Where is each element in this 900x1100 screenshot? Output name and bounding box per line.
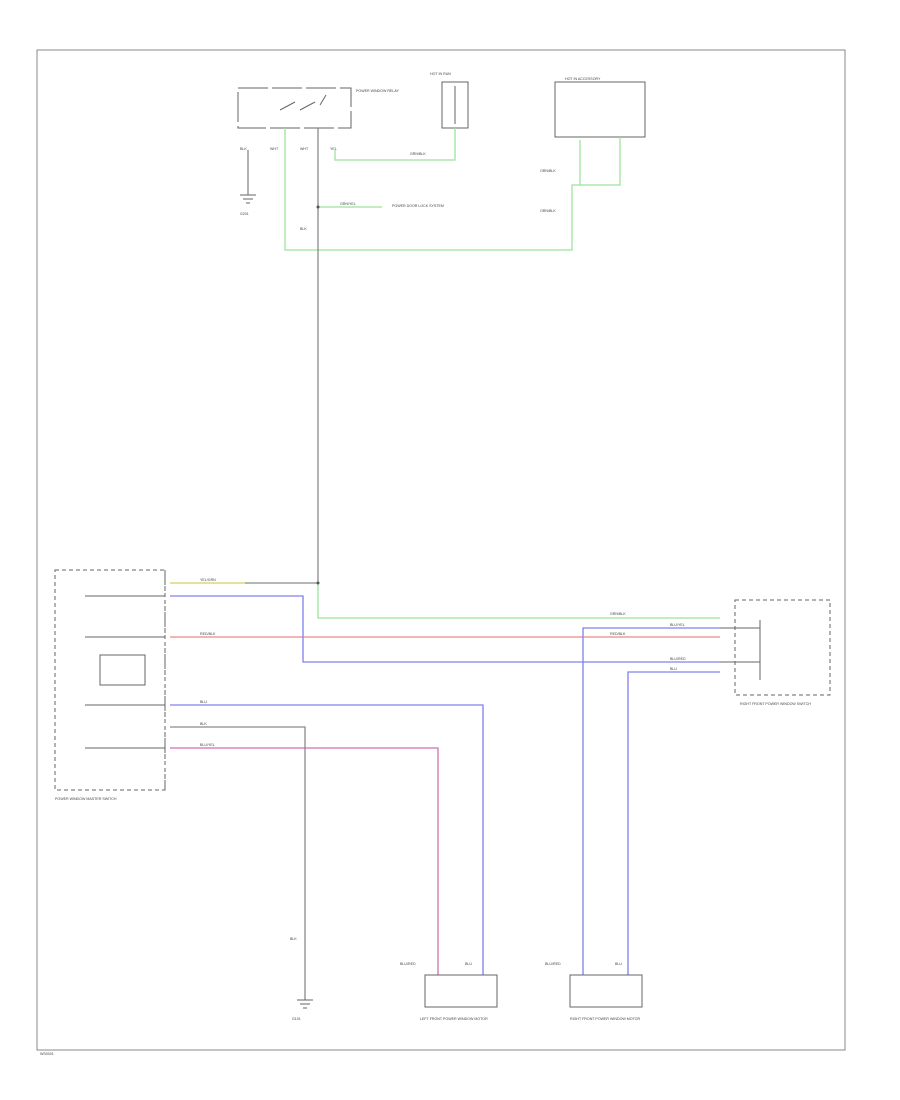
svg-text:RIGHT FRONT POWER WINDOW SWITC: RIGHT FRONT POWER WINDOW SWITCH (740, 702, 811, 706)
svg-text:BLK: BLK (300, 227, 307, 231)
svg-text:BLU: BLU (670, 667, 677, 671)
left-front-power-window-motor: LEFT FRONT POWER WINDOW MOTOR (420, 974, 498, 1021)
page-code: WS0001 (40, 1052, 54, 1056)
ground-symbol-bottom: G101 (292, 999, 313, 1021)
svg-text:BLU: BLU (615, 962, 622, 966)
wire-green-block (580, 137, 621, 186)
svg-text:BLK: BLK (290, 937, 297, 941)
svg-text:LEFT FRONT POWER WINDOW MOTOR: LEFT FRONT POWER WINDOW MOTOR (420, 1017, 488, 1021)
svg-text:POWER WINDOW RELAY: POWER WINDOW RELAY (356, 89, 399, 93)
svg-text:RED/BLK: RED/BLK (610, 632, 626, 636)
wire-blue-lf-1 (170, 704, 484, 975)
svg-text:WHT: WHT (270, 147, 279, 151)
wire-green-top (284, 128, 581, 251)
svg-text:BLU/RED: BLU/RED (670, 657, 686, 661)
svg-text:GRN/YEL: GRN/YEL (340, 202, 356, 206)
svg-text:HOT IN ACCESSORY: HOT IN ACCESSORY (565, 77, 601, 81)
fuse-block-hot-in-accessory: HOT IN ACCESSORY (554, 77, 646, 138)
svg-text:BLU/RED: BLU/RED (545, 962, 561, 966)
wire-labels: BLK WHT WHT YEL BLK GRN/BLK GRN/YEL ORN/… (200, 147, 686, 966)
fuse-box-hot-in-run: HOT IN RUN (430, 72, 469, 129)
svg-text:ORN/BLK: ORN/BLK (540, 169, 556, 173)
svg-text:GRN/BLK: GRN/BLK (410, 152, 426, 156)
wire-black-trunk (170, 128, 319, 584)
wire-black-ground (170, 726, 306, 1000)
svg-text:POWER DOOR LOCK SYSTEM: POWER DOOR LOCK SYSTEM (392, 204, 444, 208)
svg-text:ORN/BLK: ORN/BLK (540, 209, 556, 213)
power-window-relay: POWER WINDOW RELAY (237, 87, 399, 129)
svg-text:BLK: BLK (240, 147, 247, 151)
wire-blue-rf-2 (627, 671, 720, 975)
svg-text:BLU/YEL: BLU/YEL (200, 743, 215, 747)
wire-green-fuse (334, 128, 456, 161)
svg-text:BLU: BLU (465, 962, 472, 966)
diagram-frame (36, 49, 846, 1051)
svg-text:BLU/YEL: BLU/YEL (670, 623, 685, 627)
svg-text:HOT IN RUN: HOT IN RUN (430, 72, 451, 76)
svg-text:YEL/GRN: YEL/GRN (200, 578, 216, 582)
wire-blue-switch-link (170, 595, 720, 663)
wire-green-right (317, 583, 720, 619)
svg-text:BLU: BLU (200, 700, 207, 704)
ground-symbol-top: G201 (240, 150, 256, 216)
wire-blue-rf-1 (582, 627, 720, 975)
junction-node (316, 581, 320, 585)
svg-text:RIGHT FRONT POWER WINDOW MOTOR: RIGHT FRONT POWER WINDOW MOTOR (570, 1017, 640, 1021)
right-front-power-window-motor: RIGHT FRONT POWER WINDOW MOTOR (569, 974, 643, 1021)
wire-pink-lf (170, 747, 439, 975)
svg-text:GRN/BLK: GRN/BLK (610, 612, 626, 616)
svg-text:BLU/RED: BLU/RED (400, 962, 416, 966)
svg-text:POWER WINDOW MASTER SWITCH: POWER WINDOW MASTER SWITCH (55, 797, 117, 801)
svg-text:G201: G201 (240, 212, 249, 216)
svg-text:YEL: YEL (330, 147, 337, 151)
power-window-master-switch: POWER WINDOW MASTER SWITCH (54, 569, 166, 801)
svg-text:G101: G101 (292, 1017, 301, 1021)
right-front-power-window-switch: RIGHT FRONT POWER WINDOW SWITCH (720, 599, 831, 706)
svg-text:WHT: WHT (300, 147, 309, 151)
junction-node (316, 205, 320, 209)
svg-text:BLK: BLK (200, 722, 207, 726)
svg-text:RED/BLK: RED/BLK (200, 632, 216, 636)
